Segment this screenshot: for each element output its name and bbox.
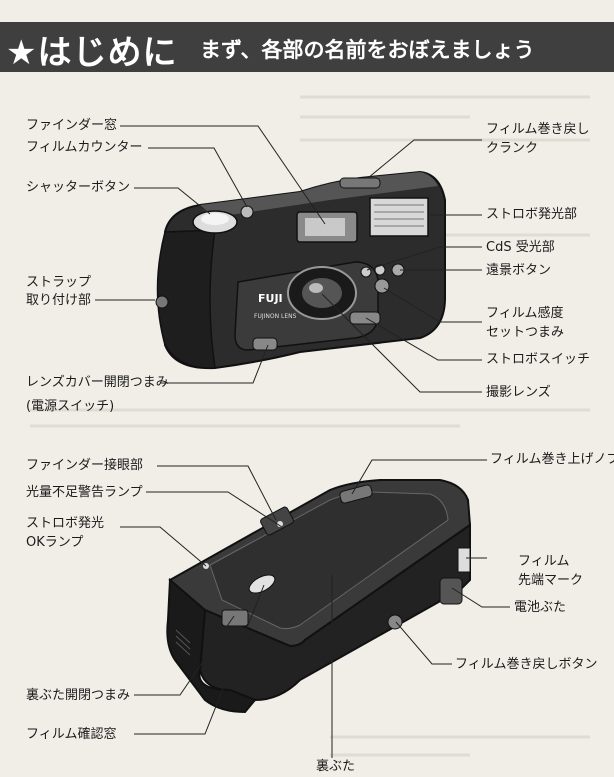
- page-subtitle: まず、各部の名前をおぼえましょう: [200, 38, 535, 62]
- label-flash-ok-line1: ストロボ発光: [26, 516, 105, 531]
- label-film-counter: フィルムカウンター: [26, 140, 143, 155]
- label-rewind-button: フィルム巻き戻しボタン: [455, 657, 598, 672]
- label-strap-mount-line2: 取り付け部: [26, 293, 92, 308]
- front-camera: [155, 170, 446, 370]
- label-back-cover-latch: 裏ぶた開閉つまみ: [26, 688, 131, 703]
- label-eyepiece: ファインダー接眼部: [26, 458, 144, 473]
- label-rewind-crank-line2: クランク: [486, 141, 539, 156]
- label-flash-switch: ストロボスイッチ: [486, 352, 591, 367]
- fuji-logo: FUJI: [258, 292, 283, 305]
- label-film-leader-line2: 先端マーク: [518, 573, 584, 588]
- label-advance-knob: フィルム巻き上げノブ: [490, 452, 614, 467]
- label-shutter-button: シャッターボタン: [26, 180, 131, 195]
- label-film-leader-line1: フィルム: [518, 554, 570, 569]
- label-flash-window: ストロボ発光部: [486, 207, 578, 222]
- label-strap-mount-line1: ストラップ: [26, 275, 92, 290]
- label-landscape-button: 遠景ボタン: [486, 263, 552, 278]
- label-battery-cover: 電池ぶた: [514, 600, 567, 615]
- label-film-speed-line1: フィルム感度: [486, 306, 564, 321]
- label-lens-cover-line1: レンズカバー開閉つまみ: [26, 375, 169, 390]
- label-flash-ok-line2: OKランプ: [26, 535, 84, 550]
- back-camera: [166, 479, 472, 714]
- label-rewind-crank-line1: フィルム巻き戻し: [486, 122, 590, 137]
- label-back-cover: 裏ぶた: [316, 759, 356, 774]
- lens-engraving: FUJINON LENS: [254, 313, 297, 320]
- label-film-speed-line2: セットつまみ: [486, 325, 565, 340]
- label-taking-lens: 撮影レンズ: [486, 385, 551, 400]
- leader-lines: [95, 125, 510, 758]
- page-title: ★はじめに: [6, 33, 178, 73]
- label-viewfinder-window: ファインダー窓: [26, 118, 118, 133]
- header-banner: ★はじめに まず、各部の名前をおぼえましょう: [0, 22, 614, 73]
- label-low-light-lamp: 光量不足警告ランプ: [26, 485, 143, 500]
- label-lens-cover-line2: (電源スイッチ): [26, 399, 115, 414]
- label-film-window: フィルム確認窓: [26, 727, 117, 742]
- label-cds-sensor: CdS 受光部: [486, 240, 555, 255]
